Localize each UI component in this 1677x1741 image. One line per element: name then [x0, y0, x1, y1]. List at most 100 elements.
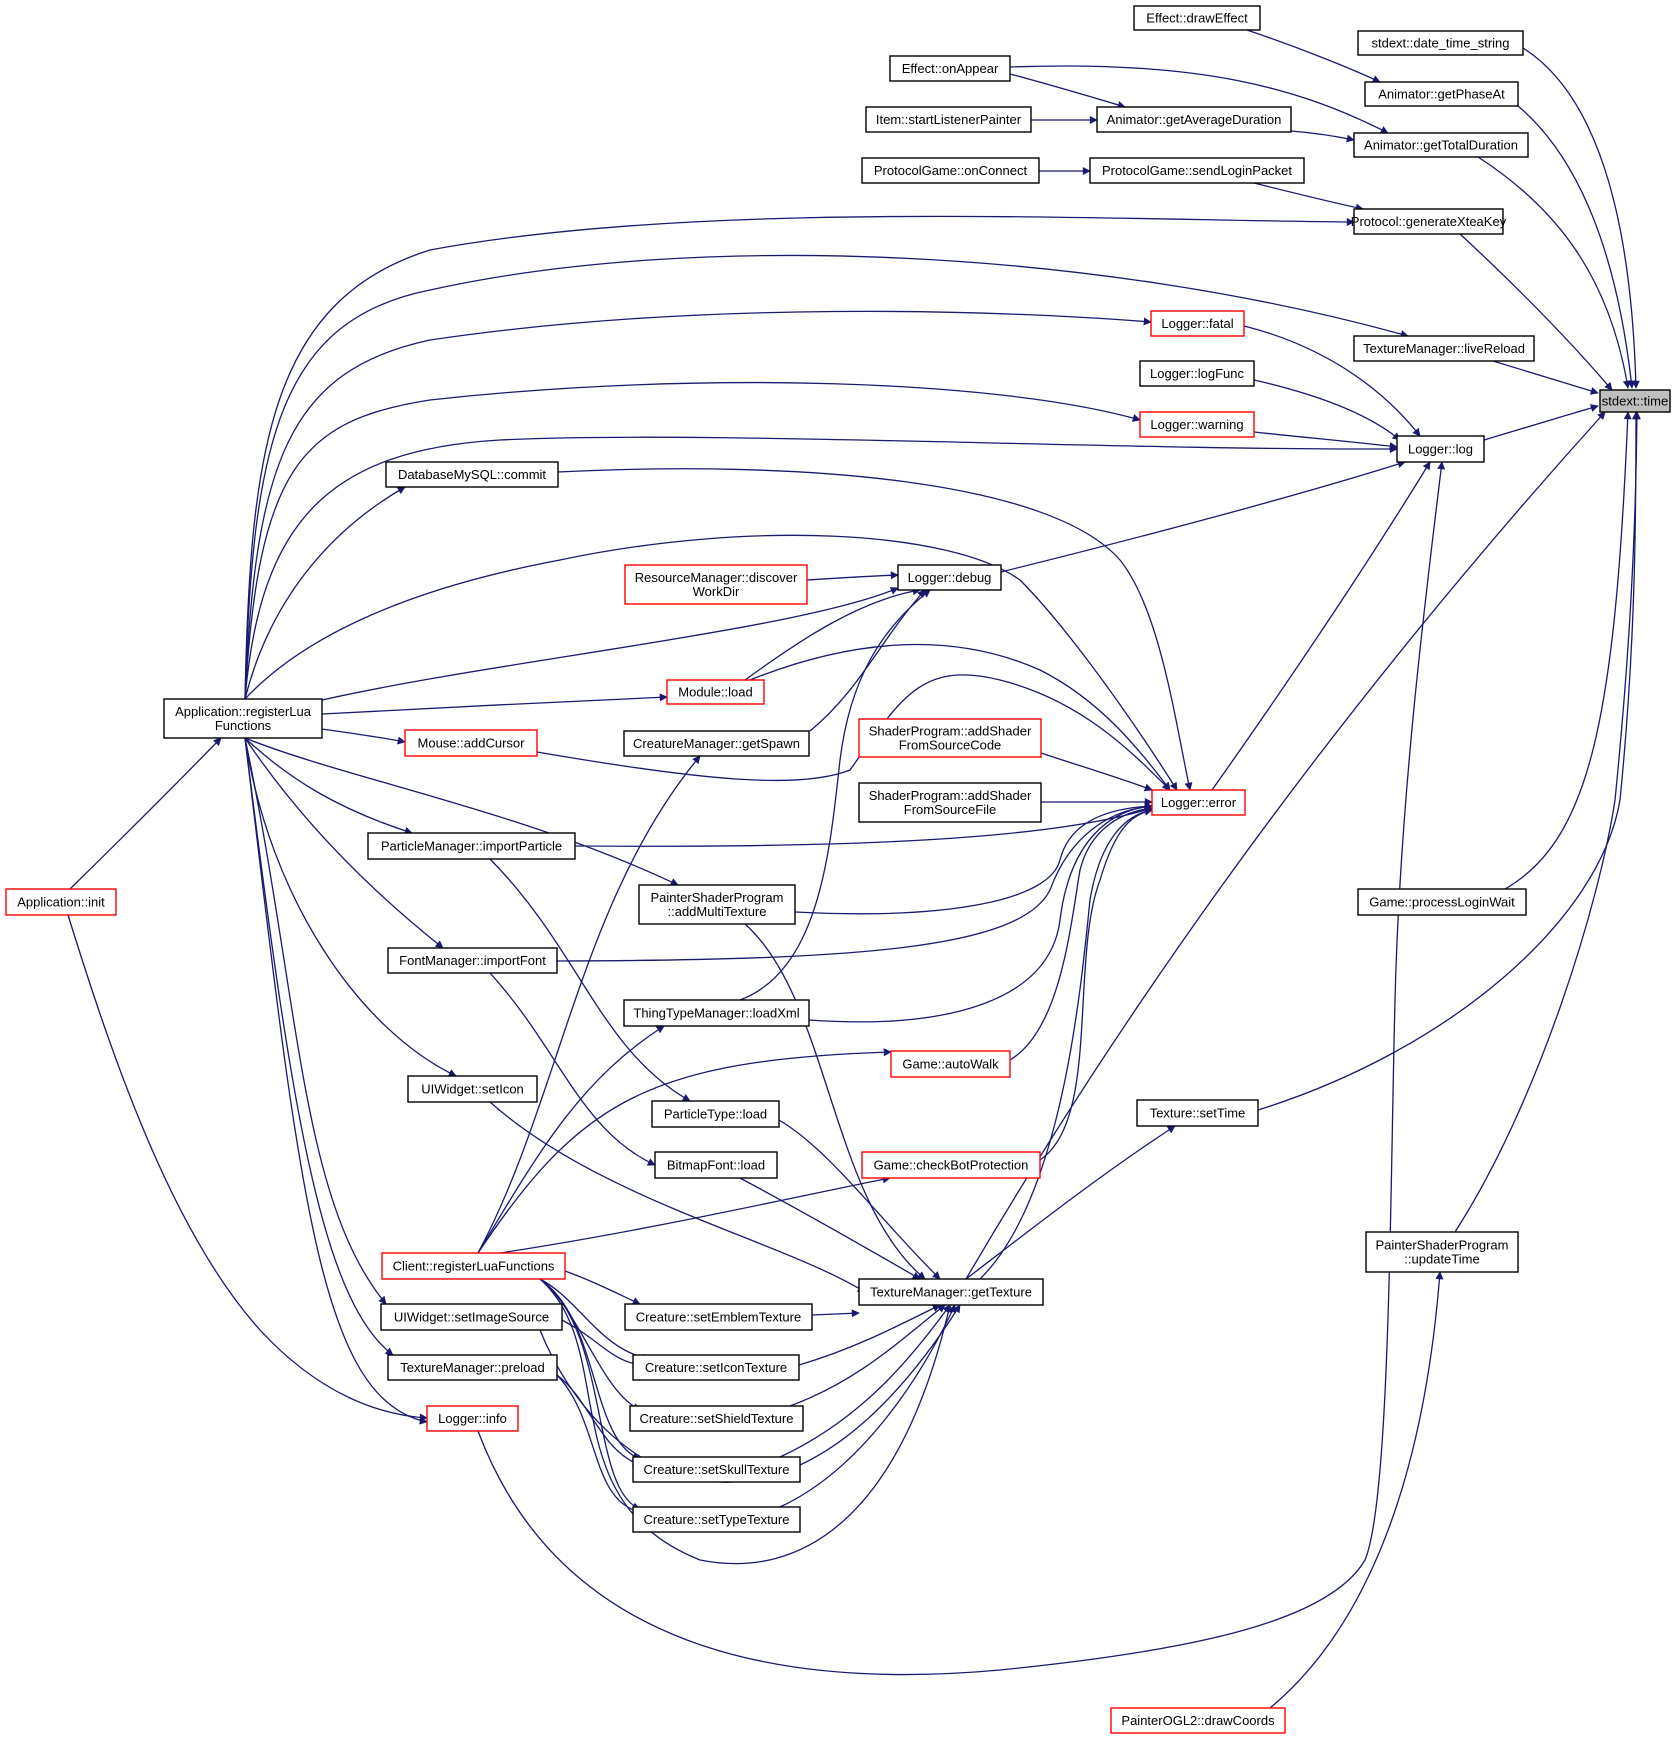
call-edge-appReg-to-warning: [244, 381, 1141, 700]
node-label: CreatureManager::getSpawn: [633, 736, 800, 751]
node-iconTex[interactable]: Creature::setIconTexture: [632, 1354, 800, 1381]
node-loginWait[interactable]: Game::processLoginWait: [1357, 888, 1527, 916]
node-setImg[interactable]: UIWidget::setImageSource: [380, 1303, 563, 1331]
call-edge-getTex-to-time: [965, 411, 1606, 1280]
call-edge-logFunc-to-log: [1253, 379, 1401, 441]
call-edge-debug-to-log: [1000, 460, 1406, 573]
node-fatal[interactable]: Logger::fatal: [1150, 310, 1245, 337]
node-setTime[interactable]: Texture::setTime: [1136, 1099, 1259, 1127]
node-warning[interactable]: Logger::warning: [1139, 411, 1255, 438]
node-label: FontManager::importFont: [399, 953, 546, 968]
node-modLoad[interactable]: Module::load: [666, 679, 765, 705]
node-label: Effect::onAppear: [902, 61, 999, 76]
node-log[interactable]: Logger::log: [1396, 435, 1485, 463]
node-commit[interactable]: DatabaseMySQL::commit: [385, 461, 559, 488]
node-ptLoad[interactable]: ParticleType::load: [651, 1100, 780, 1128]
node-appReg[interactable]: Application::registerLuaFunctions: [163, 698, 323, 739]
node-box: [1364, 81, 1519, 107]
node-appInit[interactable]: Application::init: [5, 888, 117, 916]
node-label: Logger::error: [1161, 795, 1237, 810]
node-autoWalk[interactable]: Game::autoWalk: [890, 1050, 1011, 1078]
node-label: Creature::setEmblemTexture: [636, 1310, 801, 1325]
node-sendLogin[interactable]: ProtocolGame::sendLoginPacket: [1089, 157, 1305, 184]
node-totalDur[interactable]: Animator::getTotalDuration: [1353, 132, 1529, 158]
node-updTime[interactable]: PainterShaderProgram::updateTime: [1365, 1231, 1519, 1273]
node-bfLoad[interactable]: BitmapFont::load: [654, 1151, 778, 1179]
node-skull[interactable]: Creature::setSkullTexture: [632, 1456, 801, 1483]
node-label: Game::checkBotProtection: [874, 1158, 1029, 1173]
node-debug[interactable]: Logger::debug: [897, 564, 1002, 591]
call-edge-addMulti-to-getTex: [744, 923, 926, 1280]
call-edge-addShaderCode-to-error: [1040, 752, 1153, 792]
node-box: [1599, 389, 1671, 413]
node-shield[interactable]: Creature::setShieldTexture: [629, 1405, 804, 1432]
node-getTex[interactable]: TextureManager::getTexture: [858, 1278, 1044, 1306]
node-label: Creature::setSkullTexture: [644, 1462, 790, 1477]
node-emblem[interactable]: Creature::setEmblemTexture: [624, 1303, 813, 1331]
node-drawCoords[interactable]: PainterOGL2::drawCoords: [1110, 1707, 1286, 1734]
node-label: Creature::setIconTexture: [645, 1360, 787, 1375]
node-onAppear[interactable]: Effect::onAppear: [889, 55, 1011, 82]
node-label: Protocol::generateXteaKey: [1351, 214, 1507, 229]
call-edge-addMulti-to-error: [794, 802, 1153, 915]
node-phase[interactable]: Animator::getPhaseAt: [1364, 81, 1519, 107]
node-getSpawn[interactable]: CreatureManager::getSpawn: [623, 730, 810, 757]
node-label: Creature::setTypeTexture: [644, 1512, 790, 1527]
node-box: [5, 888, 117, 916]
call-edge-appReg-to-setIcon: [244, 737, 457, 1077]
node-label: BitmapFont::load: [667, 1158, 765, 1173]
call-edge-emblem-to-getTex: [811, 1309, 860, 1318]
call-edge-setImg-to-iconTex: [561, 1319, 641, 1368]
call-edge-bfLoad-to-getTex: [739, 1177, 921, 1280]
node-typeTex[interactable]: Creature::setTypeTexture: [632, 1506, 801, 1533]
node-label: Logger::log: [1408, 442, 1473, 457]
node-label: ParticleType::load: [664, 1107, 767, 1122]
node-loadXml[interactable]: ThingTypeManager::loadXml: [623, 999, 810, 1027]
node-logFunc[interactable]: Logger::logFunc: [1139, 360, 1255, 387]
node-date[interactable]: stdext::date_time_string: [1357, 30, 1524, 56]
call-edge-getSpawn-to-debug: [809, 589, 926, 732]
node-box: [1353, 132, 1529, 158]
node-drawEffect[interactable]: Effect::drawEffect: [1133, 5, 1261, 31]
node-info[interactable]: Logger::info: [426, 1405, 519, 1432]
call-edge-appReg-to-modLoad: [321, 693, 668, 715]
node-box: [1353, 335, 1535, 362]
call-edge-setTime-to-time: [1257, 411, 1640, 1111]
node-label: TextureManager::liveReload: [1363, 341, 1525, 356]
node-botProt[interactable]: Game::checkBotProtection: [861, 1151, 1041, 1179]
node-box: [889, 55, 1011, 82]
node-avgDur[interactable]: Animator::getAverageDuration: [1096, 106, 1292, 133]
node-startLP[interactable]: Item::startListenerPainter: [865, 106, 1032, 133]
call-edge-clientReg-to-getSpawn: [477, 755, 701, 1254]
node-box: [407, 1075, 538, 1103]
call-edge-appReg-to-addCursor: [321, 728, 406, 745]
node-impParticle[interactable]: ParticleManager::importParticle: [367, 832, 576, 860]
node-box: [624, 564, 808, 605]
node-onConnect[interactable]: ProtocolGame::onConnect: [861, 157, 1040, 184]
node-clientReg[interactable]: Client::registerLuaFunctions: [381, 1252, 566, 1280]
node-genXtea[interactable]: Protocol::generateXteaKey: [1351, 208, 1507, 235]
call-edge-impFont-to-bfLoad: [489, 972, 656, 1166]
node-addCursor[interactable]: Mouse::addCursor: [404, 729, 538, 757]
node-setIcon[interactable]: UIWidget::setIcon: [407, 1075, 538, 1103]
node-box: [1353, 208, 1504, 235]
node-box: [1089, 157, 1305, 184]
node-box: [1110, 1707, 1286, 1734]
node-time[interactable]: stdext::time: [1599, 389, 1671, 413]
call-edge-onAppear-to-totalDur: [1009, 65, 1389, 134]
node-impFont[interactable]: FontManager::importFont: [387, 947, 558, 974]
node-label: UIWidget::setIcon: [421, 1082, 524, 1097]
node-error[interactable]: Logger::error: [1151, 789, 1246, 816]
node-box: [385, 461, 559, 488]
node-preload[interactable]: TextureManager::preload: [387, 1354, 558, 1381]
call-edge-liveReload-to-time: [1492, 360, 1599, 395]
node-label: Effect::drawEffect: [1146, 11, 1248, 26]
node-addMulti[interactable]: PainterShaderProgram::addMultiTexture: [638, 884, 796, 925]
node-box: [666, 679, 765, 705]
call-edge-onAppear-to-avgDur: [1009, 73, 1126, 109]
node-liveReload[interactable]: TextureManager::liveReload: [1353, 335, 1535, 362]
